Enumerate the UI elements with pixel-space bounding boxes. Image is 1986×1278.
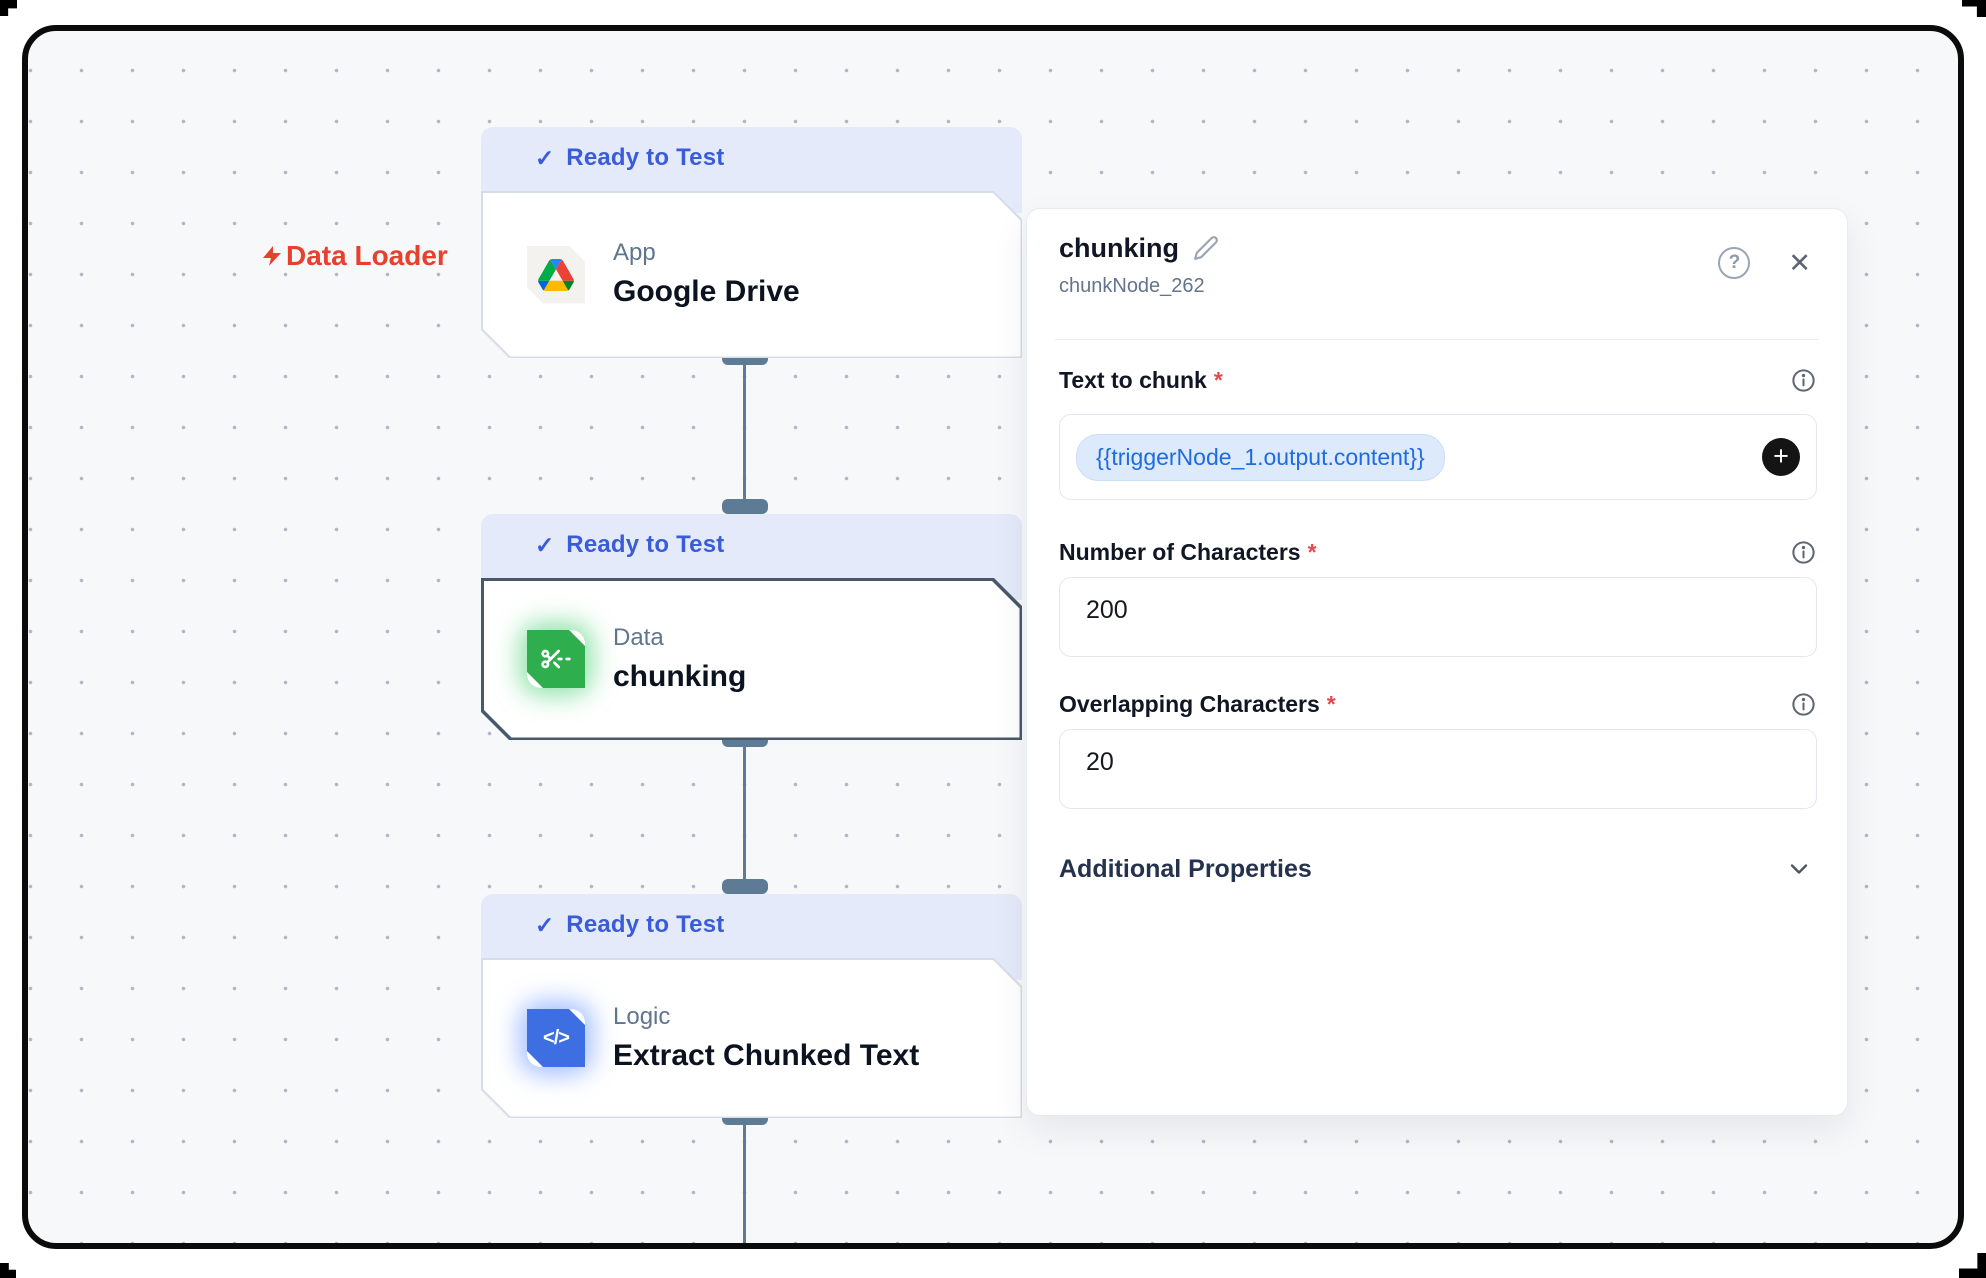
node-chunking[interactable]: ✓ Ready to Test Data chunking — [481, 514, 1022, 740]
close-icon[interactable]: ✕ — [1788, 247, 1811, 278]
field-label-number-of-characters: Number of Characters — [1059, 539, 1301, 565]
required-marker: * — [1213, 367, 1223, 393]
crop-mark-bottom-left — [0, 1263, 16, 1278]
edge-node3-out — [743, 1118, 746, 1243]
node3-title: Extract Chunked Text — [613, 1038, 920, 1072]
required-marker: * — [1326, 691, 1336, 717]
node2-category: Data — [613, 623, 664, 651]
field-label-text-to-chunk: Text to chunk — [1059, 367, 1207, 393]
node2-card[interactable]: Data chunking — [481, 578, 1022, 740]
edge-node1-node2 — [743, 358, 746, 514]
number-of-characters-input[interactable] — [1059, 577, 1817, 657]
node-extract-chunked-text[interactable]: ✓ Ready to Test </> Logic Extract Chunke… — [481, 894, 1022, 1118]
crop-mark-top-right — [1962, 0, 1986, 17]
field-label-overlapping-characters: Overlapping Characters — [1059, 691, 1320, 717]
variable-token[interactable]: {{triggerNode_1.output.content}} — [1076, 433, 1445, 481]
code-icon: </> — [527, 1009, 585, 1067]
panel-node-id: chunkNode_262 — [1059, 275, 1205, 297]
crop-mark-top-left — [0, 0, 17, 16]
node3-card[interactable]: </> Logic Extract Chunked Text — [481, 958, 1022, 1118]
node2-target-handle[interactable] — [722, 499, 768, 514]
info-icon[interactable] — [1790, 367, 1817, 394]
node-config-panel: chunking chunkNode_262 ? ✕ Text to chunk… — [1026, 208, 1848, 1116]
node3-category: Logic — [613, 1002, 671, 1030]
node2-status-label: Ready to Test — [566, 531, 725, 558]
panel-title: chunking — [1059, 233, 1179, 263]
help-icon[interactable]: ? — [1718, 247, 1751, 279]
node3-status-label: Ready to Test — [566, 911, 725, 938]
node1-card[interactable]: App Google Drive — [481, 191, 1022, 358]
check-icon: ✓ — [535, 912, 555, 938]
required-marker: * — [1307, 539, 1317, 565]
data-loader-annotation: Data Loader — [260, 240, 448, 272]
node3-target-handle[interactable] — [722, 879, 768, 894]
scissors-icon — [527, 630, 585, 688]
add-variable-button[interactable]: + — [1762, 438, 1800, 476]
node1-status-label: Ready to Test — [566, 144, 725, 171]
node1-category: App — [613, 239, 656, 266]
check-icon: ✓ — [535, 145, 555, 171]
lightning-icon — [263, 246, 281, 266]
chevron-down-icon — [1785, 855, 1813, 883]
google-drive-icon — [527, 246, 585, 304]
panel-header-divider — [1055, 339, 1819, 340]
node2-title: chunking — [613, 659, 747, 693]
node1-title: Google Drive — [613, 275, 800, 308]
crop-mark-bottom-right — [1959, 1253, 1986, 1278]
data-loader-label: Data Loader — [286, 240, 448, 271]
edge-node2-node3 — [743, 740, 746, 894]
additional-properties-label: Additional Properties — [1059, 854, 1312, 883]
info-icon[interactable] — [1790, 539, 1817, 566]
info-icon[interactable] — [1790, 691, 1817, 718]
edit-pencil-icon[interactable] — [1193, 235, 1219, 261]
additional-properties-toggle[interactable]: Additional Properties — [1059, 847, 1813, 891]
text-to-chunk-input[interactable]: {{triggerNode_1.output.content}} + — [1059, 414, 1817, 500]
overlapping-characters-input[interactable] — [1059, 729, 1817, 809]
node-google-drive[interactable]: ✓ Ready to Test App — [481, 127, 1022, 358]
check-icon: ✓ — [535, 532, 555, 558]
